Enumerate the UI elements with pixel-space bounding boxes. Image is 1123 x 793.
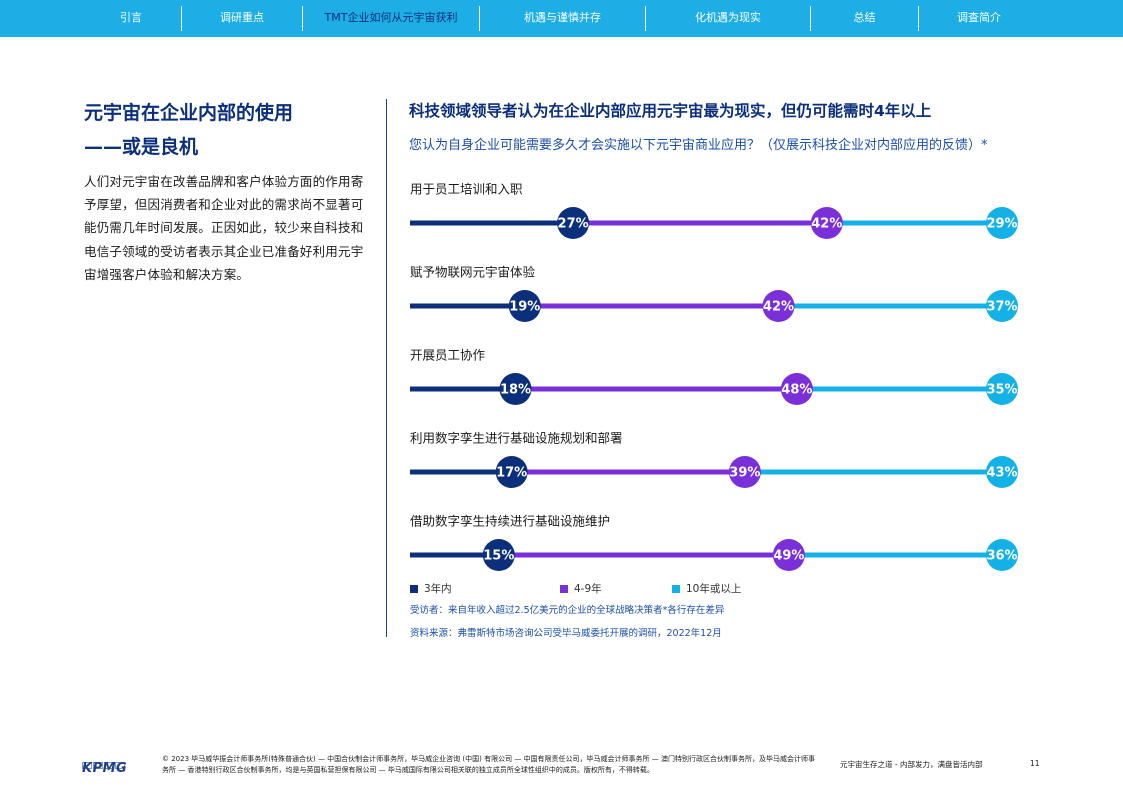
kpmg-logo: KPMG xyxy=(82,754,132,776)
legend-swatch xyxy=(560,585,568,593)
data-label: 36% xyxy=(986,549,1017,564)
logo-text: KPMG xyxy=(82,761,128,776)
stacked-bar-chart: 用于员工培训和入职 27% 42% 29% 赋予物联网元宇宙体验 19% 42% 37% 开展员… xyxy=(410,182,1018,571)
chart-subtitle: 您认为自身企业可能需要多久才会实施以下元宇宙商业应用？（仅展示科技企业对内部应用… xyxy=(409,138,988,153)
data-label: 39% xyxy=(729,466,760,481)
nav-separator xyxy=(181,6,182,31)
value-marker xyxy=(986,207,1018,239)
category-label: 开展员工协作 xyxy=(410,348,486,363)
data-label: 29% xyxy=(986,217,1017,232)
data-label: 19% xyxy=(509,300,540,315)
value-marker xyxy=(986,373,1018,405)
footer-legal-text: © 2023 毕马威华振会计师事务所(特殊普通合伙) — 中国合伙制会计师事务所… xyxy=(162,755,815,774)
value-marker xyxy=(508,290,541,322)
value-marker xyxy=(780,373,813,405)
top-navigation-bar: 引言 调研重点 TMT企业如何从元宇宙获利 机遇与谨慎并存 化机遇为现实 总结 … xyxy=(0,0,1123,37)
category-label: 赋予物联网元宇宙体验 xyxy=(410,265,536,280)
legend-item-4-9yr: 4-9年 xyxy=(560,581,602,596)
value-marker xyxy=(986,290,1018,322)
legend-label: 10年或以上 xyxy=(686,583,742,595)
legend-label: 4-9年 xyxy=(574,583,602,595)
nav-tab-opportunity-caution[interactable]: 机遇与谨慎并存 xyxy=(524,11,601,24)
footer-doc-title: 元宇宙生存之道 - 内部发力，满盘皆活内部 xyxy=(840,760,983,769)
value-marker xyxy=(482,539,515,571)
nav-tab-introduction[interactable]: 引言 xyxy=(120,11,142,24)
data-label: 27% xyxy=(558,217,589,232)
nav-separator xyxy=(810,6,811,31)
data-label: 42% xyxy=(811,217,842,232)
data-label: 15% xyxy=(483,549,514,564)
nav-separator xyxy=(918,6,919,31)
source-note: 资料来源：弗雷斯特市场咨询公司受毕马威委托开展的调研，2022年12月 xyxy=(410,628,722,639)
legend-label: 3年内 xyxy=(424,583,452,595)
legend-item-3yr: 3年内 xyxy=(410,581,452,596)
value-marker xyxy=(557,207,590,239)
page-number: 11 xyxy=(1030,759,1040,768)
legend-swatch xyxy=(410,585,418,593)
data-label: 17% xyxy=(496,466,527,481)
nav-tab-survey-intro[interactable]: 调查简介 xyxy=(957,11,1001,24)
data-label: 37% xyxy=(986,300,1017,315)
data-label: 42% xyxy=(763,300,794,315)
legend-swatch xyxy=(672,585,680,593)
nav-separator xyxy=(645,6,646,31)
section-title: 元宇宙在企业内部的使用 ——或是良机 xyxy=(84,96,374,164)
section-title-line1: 元宇宙在企业内部的使用 xyxy=(84,102,294,124)
section-body-text: 人们对元宇宙在改善品牌和客户体验方面的作用寄予厚望，但因消费者和企业对此的需求尚… xyxy=(84,174,364,282)
value-marker xyxy=(810,207,843,239)
category-label: 利用数字孪生进行基础设施规划和部署 xyxy=(410,431,623,446)
logo-boxes xyxy=(82,754,126,773)
section-title-line2: ——或是良机 xyxy=(84,136,199,158)
value-marker xyxy=(772,539,805,571)
nav-separator xyxy=(302,6,303,31)
category-label: 用于员工培训和入职 xyxy=(410,182,523,197)
value-marker xyxy=(728,456,761,488)
chart-title: 科技领域领导者认为在企业内部应用元宇宙最为现实，但仍可能需时4年以上 xyxy=(409,102,932,120)
nav-tab-research-focus[interactable]: 调研重点 xyxy=(220,11,264,24)
nav-tab-tmt-profit[interactable]: TMT企业如何从元宇宙获利 xyxy=(324,11,458,24)
legend-item-10yr: 10年或以上 xyxy=(672,581,741,596)
nav-separator xyxy=(479,6,480,31)
data-label: 43% xyxy=(986,466,1017,481)
value-marker xyxy=(986,539,1018,571)
data-label: 48% xyxy=(781,383,812,398)
category-label: 借助数字孪生持续进行基础设施维护 xyxy=(410,514,610,529)
value-marker xyxy=(986,456,1018,488)
nav-tab-reality[interactable]: 化机遇为现实 xyxy=(695,11,761,24)
data-label: 49% xyxy=(773,549,804,564)
vertical-divider xyxy=(386,99,387,637)
respondents-note: 受访者：来自年收入超过2.5亿美元的企业的全球战略决策者*各行存在差异 xyxy=(410,605,725,616)
value-marker xyxy=(499,373,532,405)
value-marker xyxy=(762,290,795,322)
data-label: 18% xyxy=(500,383,531,398)
value-marker xyxy=(495,456,528,488)
nav-tab-summary[interactable]: 总结 xyxy=(853,11,876,24)
data-label: 35% xyxy=(986,383,1017,398)
